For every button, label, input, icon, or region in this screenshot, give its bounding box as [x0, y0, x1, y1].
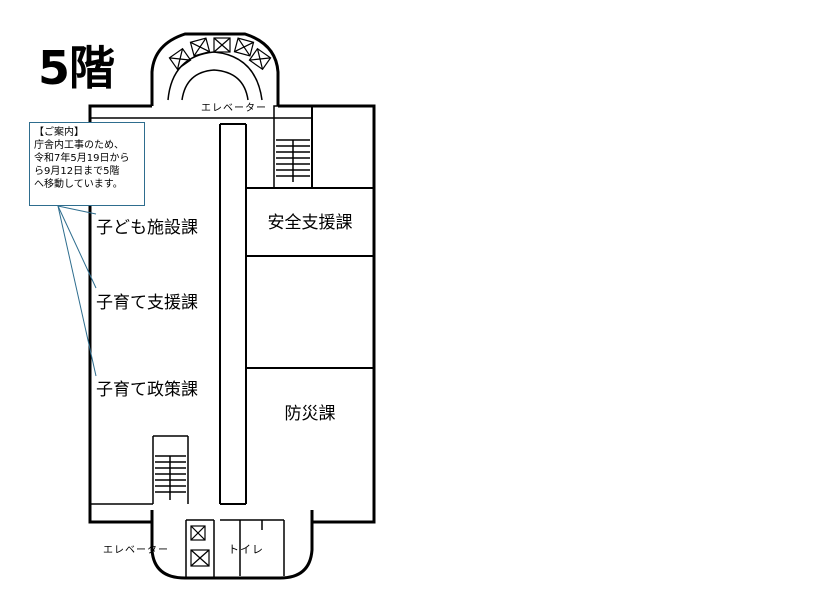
notice-line: 令和7年5月19日から [34, 153, 130, 164]
notice-line: 【ご案内】 [34, 127, 84, 138]
notice-line: ら9月12日まで5階 [34, 166, 120, 177]
corridor-walls [90, 117, 312, 505]
label-elevator-top: エレベーター [201, 102, 267, 114]
notice-line: へ移動しています。 [34, 179, 123, 190]
stair-bottom-left [155, 455, 186, 500]
room-kosodate-seisaku: 子育て政策課 [96, 380, 198, 400]
label-toilet: トイレ [228, 543, 264, 556]
room-anzen-shien: 安全支援課 [268, 213, 353, 233]
callout-lines [57, 205, 97, 377]
notice-box: 【ご案内】 庁舎内工事のため、 令和7年5月19日から ら9月12日まで5階 へ… [29, 122, 145, 206]
bottom-rooms [185, 519, 285, 578]
room-kosodate-shien: 子育て支援課 [96, 293, 198, 313]
top-rotunda [150, 32, 280, 106]
elevator-boxes-top [168, 37, 272, 71]
stair-top-right [273, 105, 313, 189]
elevator-boxes-bottom [190, 525, 210, 567]
label-elevator-bottom: エレベーター [103, 544, 169, 556]
room-kodomo-shisetsu: 子ども施設課 [96, 218, 198, 238]
room-bousai: 防災課 [285, 404, 336, 424]
floor-title: 5階 [38, 41, 115, 95]
notice-line: 庁舎内工事のため、 [34, 140, 124, 151]
